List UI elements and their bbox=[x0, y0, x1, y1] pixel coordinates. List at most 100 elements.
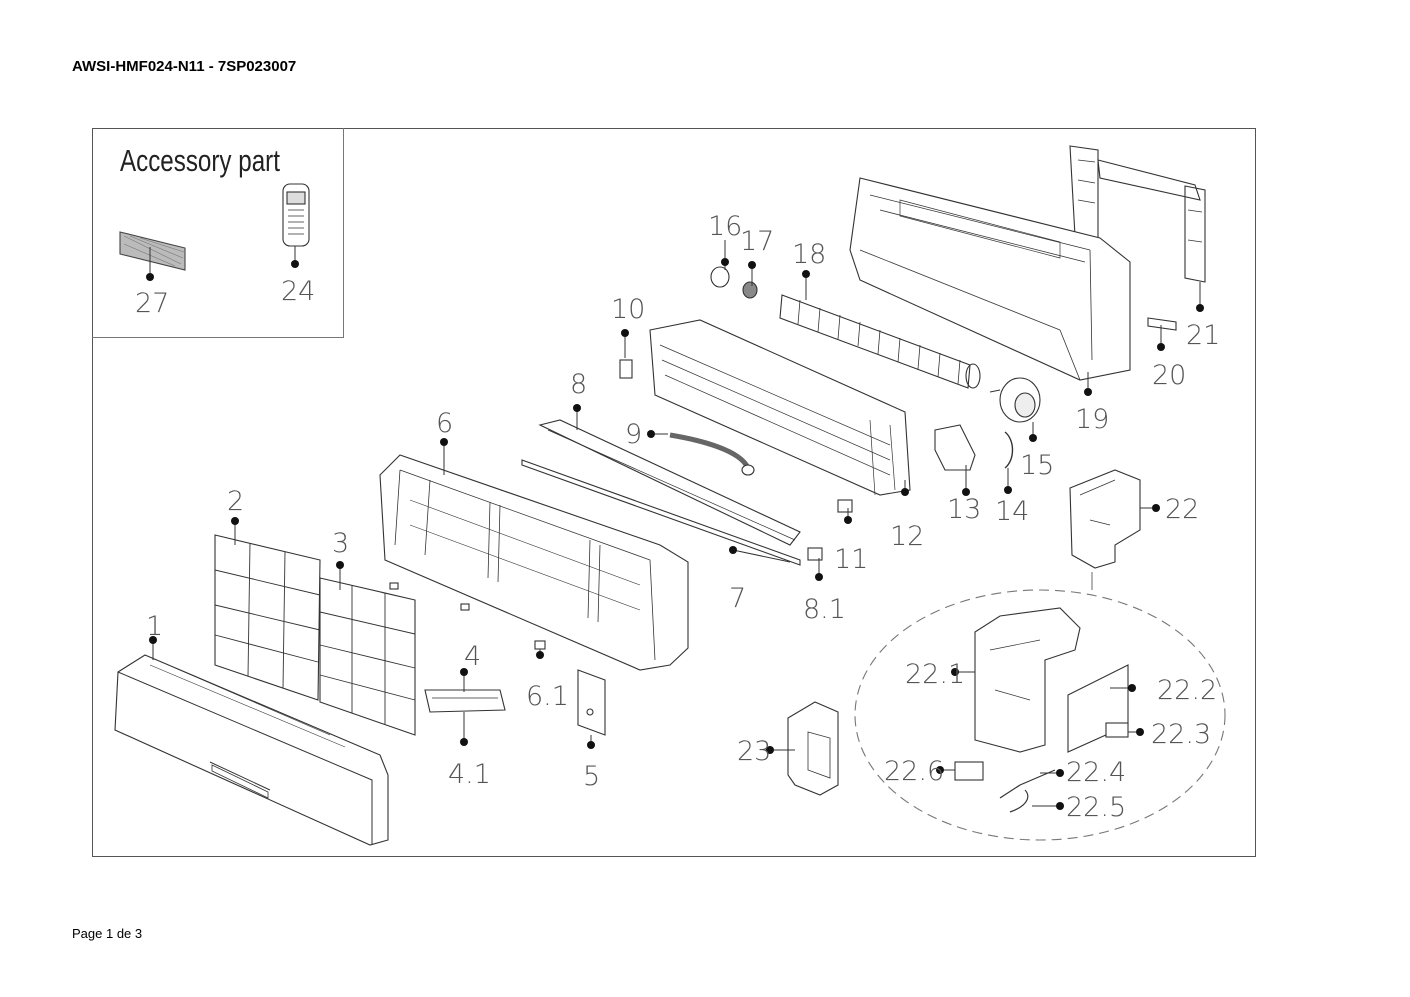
callout-dot-8 bbox=[573, 404, 581, 412]
part-12-evaporator bbox=[649, 319, 911, 496]
callout-dot-24 bbox=[291, 260, 299, 268]
callout-dot-20 bbox=[1157, 343, 1165, 351]
callout-23: 23 bbox=[737, 736, 771, 767]
part-21-mounting-plate bbox=[1069, 145, 1206, 283]
part-17-bearing bbox=[742, 281, 758, 299]
part-4-display-board bbox=[424, 689, 506, 713]
callout-19: 19 bbox=[1075, 404, 1109, 435]
callout-dot-22-6 bbox=[936, 766, 944, 774]
part-22-5-sensor-cable bbox=[1009, 789, 1029, 813]
callout-dot-16 bbox=[721, 258, 729, 266]
part-9-drain-hose bbox=[669, 432, 755, 476]
callout-dot-4-1 bbox=[460, 738, 468, 746]
callout-dot-4 bbox=[460, 668, 468, 676]
callout-27: 27 bbox=[135, 288, 169, 319]
page-number-footer: Page 1 de 3 bbox=[72, 926, 143, 941]
part-22-2-insulation bbox=[1067, 664, 1129, 753]
part-8-drain-pan bbox=[538, 419, 801, 546]
diagram-frame bbox=[92, 128, 1256, 857]
callout-22-6: 22.6 bbox=[884, 756, 944, 787]
part-16-bearing-holder bbox=[710, 266, 730, 288]
callout-22: 22 bbox=[1165, 494, 1199, 525]
callout-8: 8 bbox=[570, 369, 587, 400]
callout-dot-14 bbox=[1004, 486, 1012, 494]
part-27-filter-mesh bbox=[119, 231, 186, 271]
callout-14: 14 bbox=[995, 496, 1029, 527]
part-20-clip bbox=[1147, 317, 1177, 331]
part-15-fan-motor bbox=[989, 377, 1041, 423]
callout-22-4: 22.4 bbox=[1066, 757, 1126, 788]
callout-dot-6 bbox=[440, 438, 448, 446]
part-5-cover-plate bbox=[577, 669, 606, 736]
callout-dot-1 bbox=[149, 636, 157, 644]
part-10-cap bbox=[619, 359, 633, 379]
callout-1: 1 bbox=[146, 611, 163, 642]
callout-dot-22-4 bbox=[1056, 769, 1064, 777]
part-22-3-capacitor bbox=[1105, 722, 1129, 738]
callout-dot-2 bbox=[231, 517, 239, 525]
callout-dot-13 bbox=[962, 488, 970, 496]
part-6-1-clip bbox=[534, 640, 546, 650]
callout-dot-6-1 bbox=[536, 651, 544, 659]
callout-dot-23 bbox=[766, 746, 774, 754]
callout-17: 17 bbox=[740, 226, 774, 257]
callout-dot-21 bbox=[1196, 304, 1204, 312]
callout-21: 21 bbox=[1186, 320, 1220, 351]
callout-dot-3 bbox=[336, 561, 344, 569]
callout-dot-19 bbox=[1084, 388, 1092, 396]
callout-18: 18 bbox=[792, 239, 826, 270]
callout-5: 5 bbox=[583, 761, 600, 792]
callout-labels: 27 24 1 2 3 4 4.1 5 6 6.1 7 8 8.1 9 10 1… bbox=[135, 211, 1220, 823]
callout-22-3: 22.3 bbox=[1151, 719, 1211, 750]
callout-dot-9 bbox=[647, 430, 655, 438]
part-1-front-panel bbox=[114, 654, 389, 846]
callout-22-5: 22.5 bbox=[1066, 792, 1126, 823]
callout-20: 20 bbox=[1152, 360, 1186, 391]
sub-assembly-outline bbox=[854, 589, 1226, 841]
callout-dot-22-2 bbox=[1128, 684, 1136, 692]
callout-11: 11 bbox=[834, 544, 868, 575]
part-small-clips bbox=[389, 582, 470, 611]
part-11-stepping-motor bbox=[837, 499, 853, 513]
callout-4-1: 4.1 bbox=[448, 759, 491, 790]
callout-dot-11 bbox=[844, 516, 852, 524]
part-18-crossflow-fan bbox=[779, 294, 981, 389]
callout-22-1: 22.1 bbox=[905, 659, 965, 690]
callout-dot-22-3 bbox=[1136, 728, 1144, 736]
document-title: AWSI-HMF024-N11 - 7SP023007 bbox=[72, 58, 297, 75]
callout-dot-22 bbox=[1152, 504, 1160, 512]
callout-dot-22-1 bbox=[951, 668, 959, 676]
part-6-panel-frame bbox=[379, 454, 689, 671]
callout-9: 9 bbox=[625, 419, 642, 450]
callout-7: 7 bbox=[729, 583, 746, 614]
accessory-box bbox=[92, 128, 344, 338]
callout-dot-5 bbox=[587, 741, 595, 749]
callout-3: 3 bbox=[332, 528, 349, 559]
callout-22-2: 22.2 bbox=[1157, 675, 1217, 706]
part-13-motor-bracket bbox=[934, 424, 976, 471]
part-19-chassis bbox=[849, 177, 1131, 381]
callout-6-1: 6.1 bbox=[526, 681, 569, 712]
callout-2: 2 bbox=[227, 486, 244, 517]
part-22-6-terminal-block bbox=[954, 761, 984, 781]
part-7-louver bbox=[521, 459, 801, 566]
callout-dot-27 bbox=[146, 273, 154, 281]
callout-dot-8-1 bbox=[815, 573, 823, 581]
part-22-electric-box bbox=[1069, 469, 1141, 569]
part-23-electric-box-cover bbox=[787, 701, 839, 796]
part-22-1-box-body bbox=[974, 607, 1081, 753]
callout-dot-7 bbox=[729, 546, 737, 554]
callout-dot-17 bbox=[748, 261, 756, 269]
callout-8-1: 8.1 bbox=[803, 594, 846, 625]
callout-24: 24 bbox=[281, 276, 315, 307]
callout-13: 13 bbox=[947, 494, 981, 525]
part-2-air-filter bbox=[214, 534, 321, 701]
callout-16: 16 bbox=[708, 211, 742, 242]
callout-dot-10 bbox=[621, 329, 629, 337]
callout-6: 6 bbox=[436, 408, 453, 439]
callout-dot-18 bbox=[802, 270, 810, 278]
callout-4: 4 bbox=[464, 641, 481, 672]
callout-12: 12 bbox=[890, 521, 924, 552]
callout-dot-22-5 bbox=[1056, 802, 1064, 810]
